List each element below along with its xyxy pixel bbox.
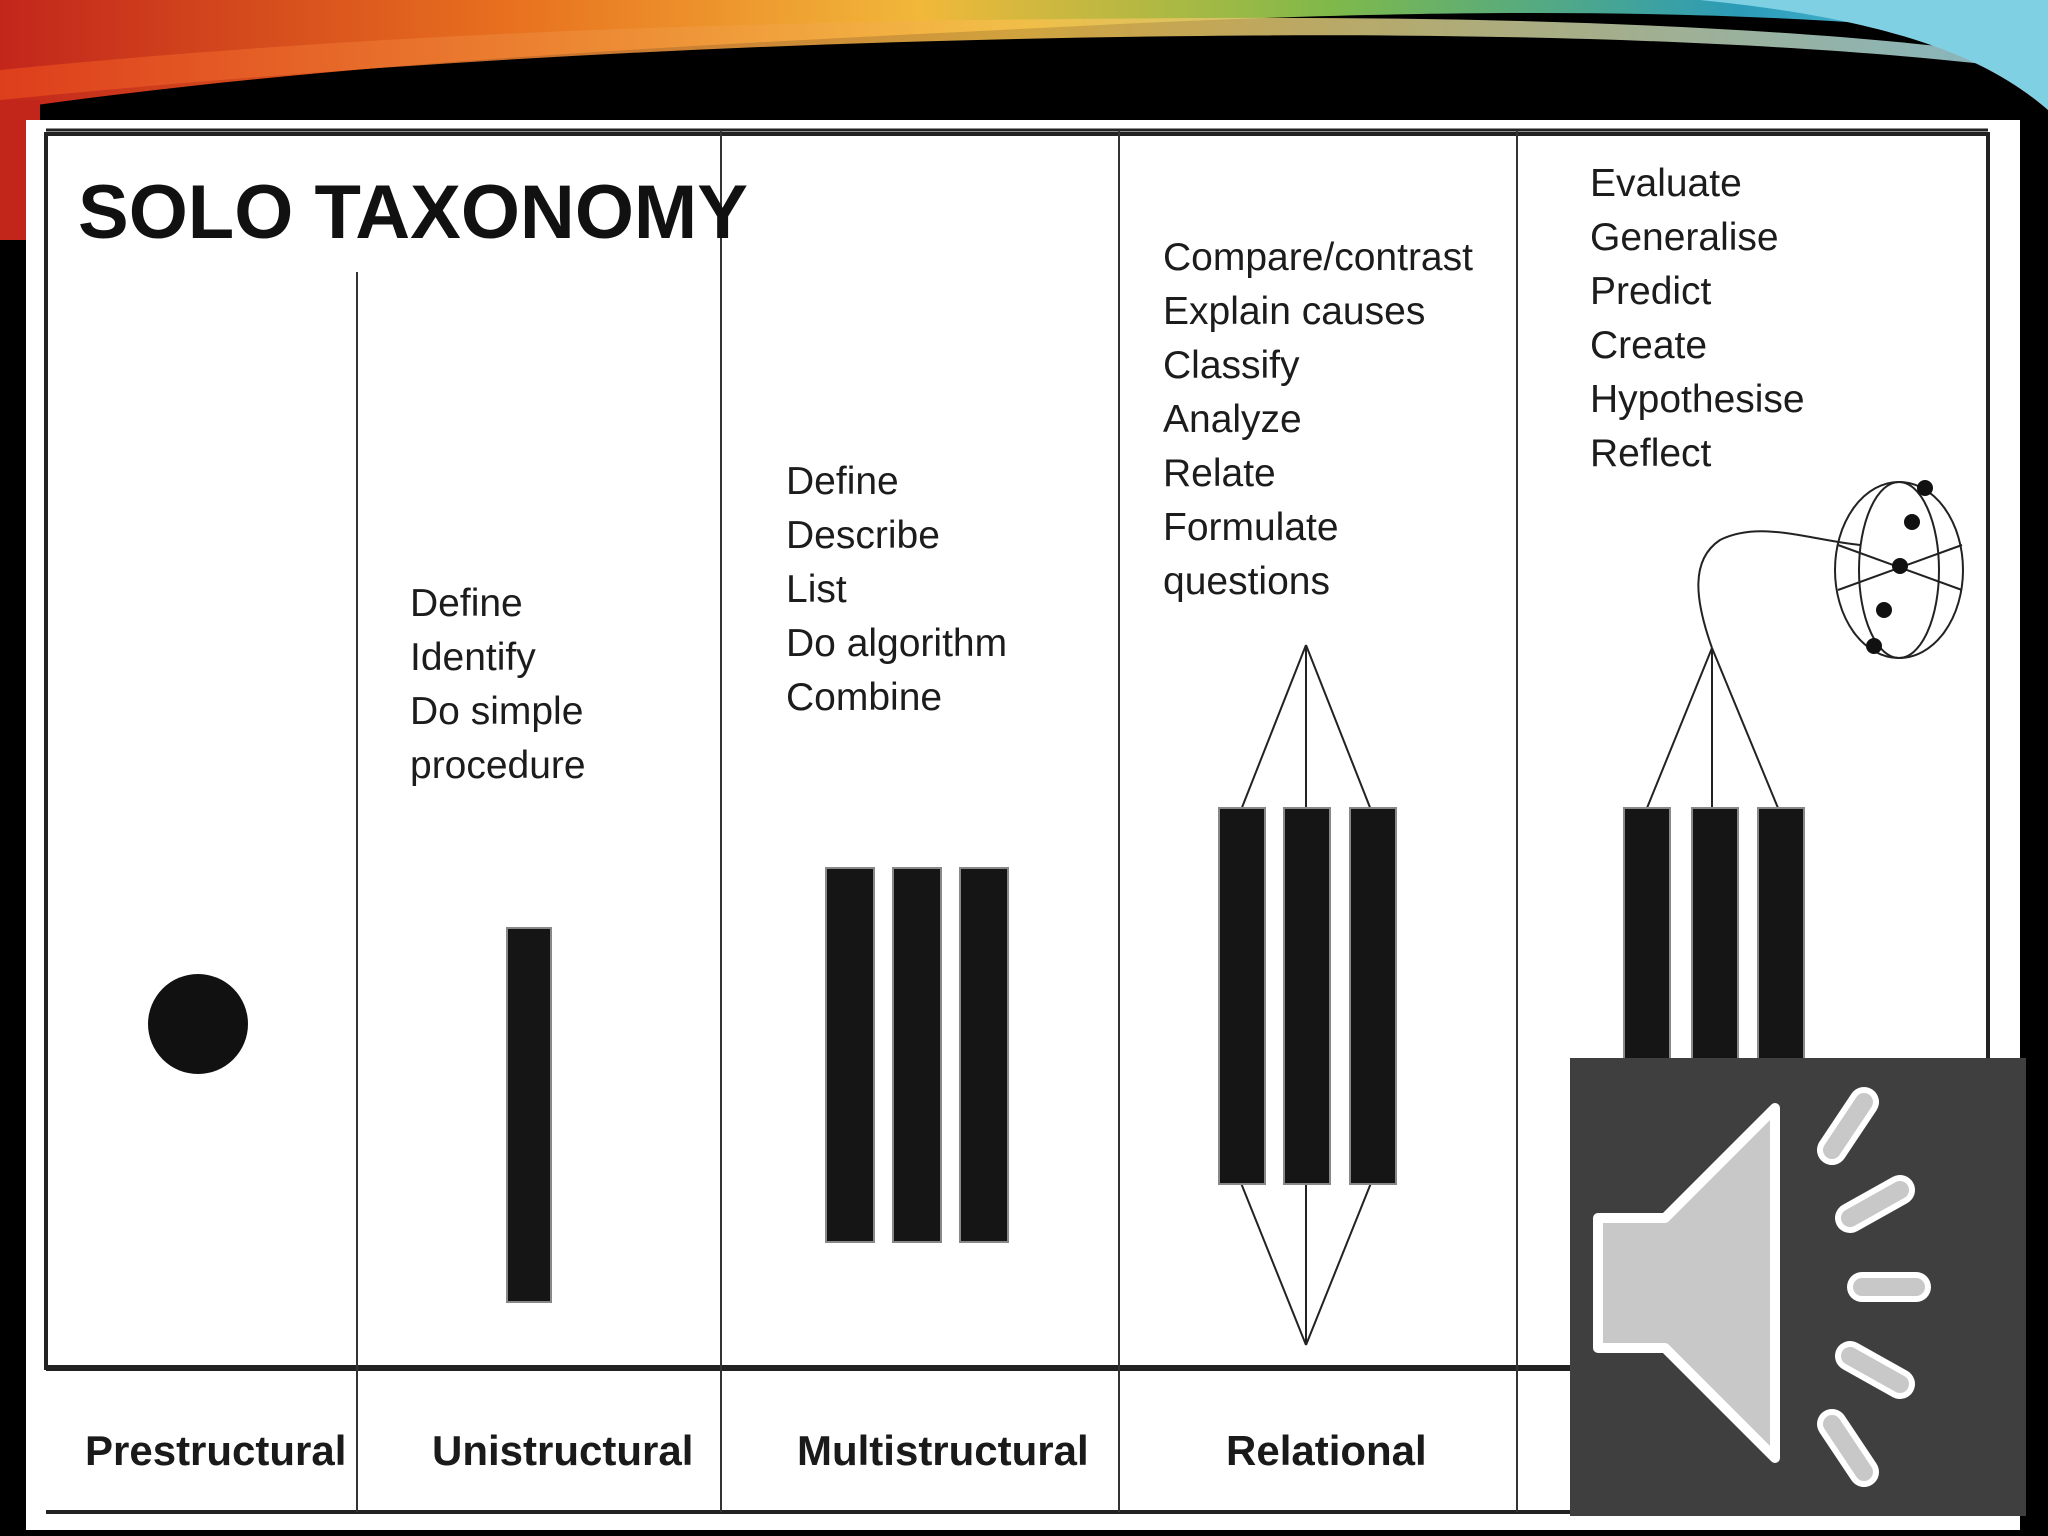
verbs-extended-abstract: Evaluate Generalise Predict Create Hypot…	[1590, 162, 1805, 475]
verb-item: Predict	[1590, 270, 1712, 313]
network-nodes	[1866, 480, 1933, 654]
speaker-icon	[1593, 1087, 1931, 1487]
verb-item: Create	[1590, 324, 1707, 367]
level-label-relational: Relational	[1226, 1427, 1427, 1474]
verb-item: questions	[1163, 560, 1330, 603]
unistructural-bar	[506, 927, 552, 1303]
verb-item: Formulate	[1163, 506, 1339, 549]
audio-play-button[interactable]	[1570, 1058, 2026, 1516]
verbs-multistructural: Define Describe List Do algorithm Combin…	[786, 460, 1007, 719]
verb-item: Identify	[410, 636, 536, 679]
verb-item: Combine	[786, 676, 942, 719]
diagram-title: SOLO TAXONOMY	[78, 170, 748, 255]
verb-item: Evaluate	[1590, 162, 1742, 205]
level-labels: Prestructural Unistructural Multistructu…	[85, 1427, 1427, 1474]
verb-item: Do algorithm	[786, 622, 1007, 665]
verb-item: Define	[410, 582, 523, 625]
relational-structure	[1218, 644, 1397, 1346]
verb-item: Compare/contrast	[1163, 236, 1473, 279]
column-dividers	[356, 130, 1518, 1512]
verb-item: procedure	[410, 744, 586, 787]
level-label-unistructural: Unistructural	[432, 1427, 693, 1474]
verb-item: Reflect	[1590, 432, 1712, 475]
verb-item: Do simple	[410, 690, 583, 733]
verbs-relational: Compare/contrast Explain causes Classify…	[1163, 236, 1473, 603]
level-label-prestructural: Prestructural	[85, 1427, 346, 1474]
verb-item: Describe	[786, 514, 940, 557]
verb-item: List	[786, 568, 847, 611]
multistructural-bars	[825, 867, 1009, 1243]
verb-item: Classify	[1163, 344, 1300, 387]
verb-item: Explain causes	[1163, 290, 1425, 333]
verb-item: Hypothesise	[1590, 378, 1805, 421]
verb-item: Define	[786, 460, 899, 503]
level-label-multistructural: Multistructural	[797, 1427, 1089, 1474]
verb-item: Generalise	[1590, 216, 1779, 259]
verb-item: Analyze	[1163, 398, 1302, 441]
prestructural-dot	[148, 974, 248, 1074]
verbs-unistructural: Define Identify Do simple procedure	[410, 582, 586, 787]
verb-item: Relate	[1163, 452, 1276, 495]
